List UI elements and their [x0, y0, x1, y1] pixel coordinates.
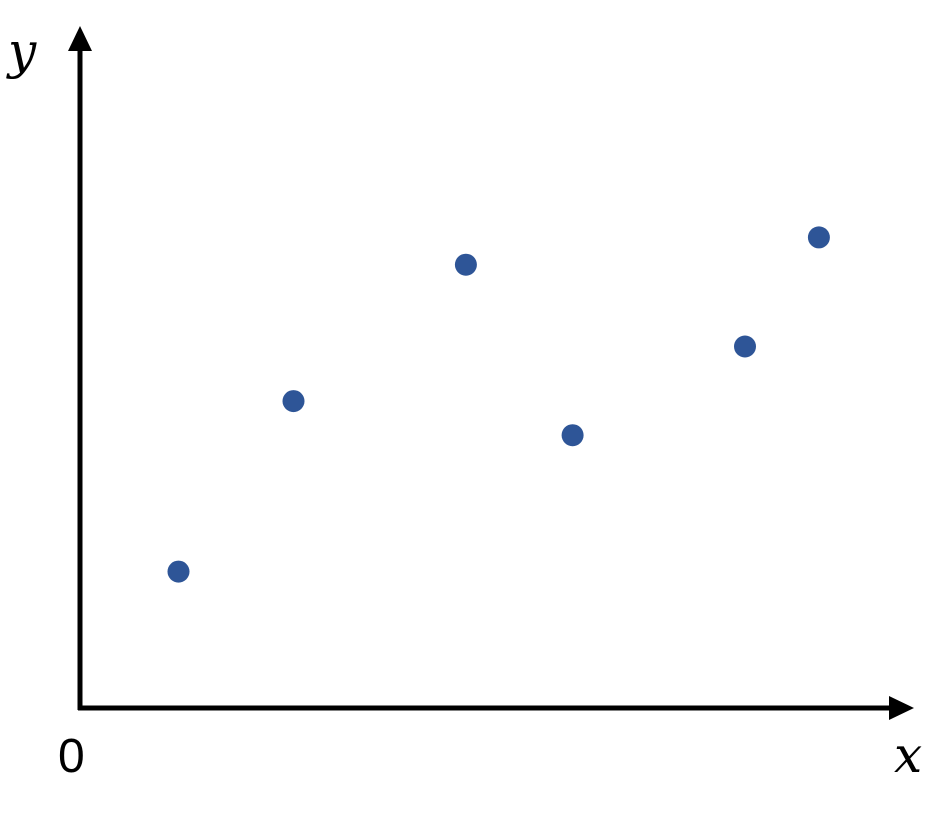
data-point-1 [167, 560, 190, 583]
data-point-5 [734, 335, 756, 358]
data-point-6 [807, 226, 830, 249]
origin-label: 0 [58, 730, 85, 783]
x-axis [78, 696, 914, 720]
x-axis-arrow [889, 696, 914, 720]
y-axis [68, 26, 92, 710]
data-point-4 [561, 424, 584, 447]
y-axis-label: y [6, 22, 37, 80]
y-axis-arrow [68, 26, 92, 51]
data-points [167, 226, 830, 583]
data-point-2 [282, 390, 305, 413]
x-axis-label: x [894, 726, 922, 784]
data-point-3 [454, 253, 477, 276]
